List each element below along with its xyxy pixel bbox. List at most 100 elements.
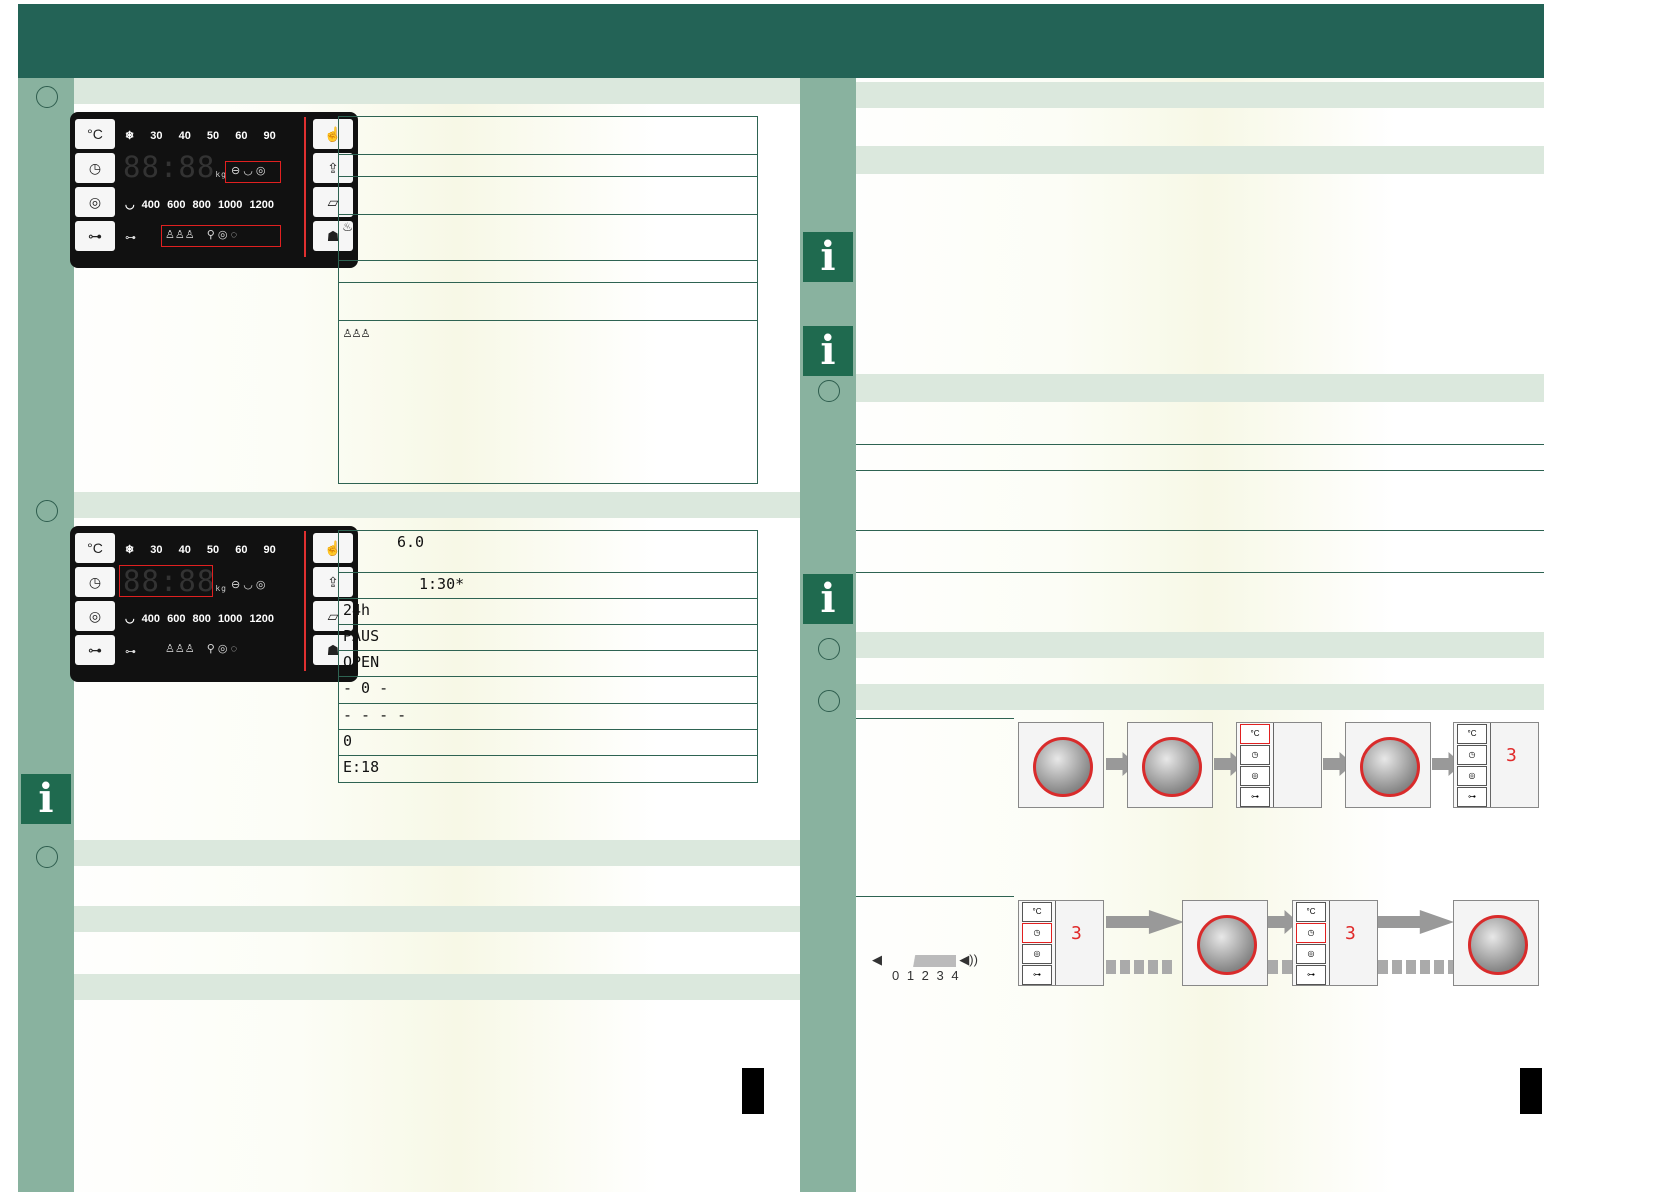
timer-button[interactable]: ◷ (75, 153, 115, 183)
sidebar-strip (18, 78, 74, 1192)
volume-scale: ◀ ◀)) (872, 952, 978, 968)
divider (856, 470, 1544, 471)
display-digit: 3 (1506, 745, 1517, 766)
dashed-arrow (1378, 960, 1454, 974)
display-step-c: °C◷◎⊶ 3 (1292, 900, 1378, 986)
header-bar (800, 4, 1544, 78)
table-row: 0 (339, 730, 757, 756)
right-page: i i i °C◷◎⊶ °C◷◎⊶ 3 ◀ ◀)) 0 1 2 3 4 °C◷◎… (800, 4, 1544, 1192)
option-button-4[interactable]: ☗ (313, 221, 353, 251)
section-band (856, 374, 1544, 402)
rinse-icon: ♨ (343, 217, 353, 235)
key-icon: ⊶ (125, 646, 136, 658)
table-row: - - - - (339, 704, 757, 730)
speed-row: ◡ 400 600 800 1000 1200 (125, 199, 274, 211)
section-band (856, 684, 1544, 710)
display-digit: 3 (1071, 923, 1082, 944)
highlight-box (119, 565, 213, 597)
section-band (74, 492, 818, 518)
digit-display: 88:88kg (123, 150, 227, 184)
highlight-box (161, 225, 281, 247)
option-button-2[interactable]: ⇪ (313, 153, 353, 183)
volume-levels: 0 1 2 3 4 (892, 968, 961, 983)
display-table: 6.0 1:30* 24h PAUS OPEN - 0 - - - - - 0 … (338, 530, 758, 783)
temperature-button[interactable]: °C (75, 119, 115, 149)
option-button-1[interactable]: ☝ (313, 119, 353, 149)
step-marker (36, 86, 58, 108)
display-step-5: °C◷◎⊶ 3 (1453, 722, 1539, 808)
table-row: ♙♙♙ (339, 321, 757, 481)
step-marker (818, 638, 840, 660)
divider (856, 572, 1544, 573)
info-icon: i (21, 774, 71, 824)
section-band (74, 78, 818, 104)
arrow-icon (1378, 910, 1454, 934)
table-row: 1:30* (339, 573, 757, 599)
option-button-1[interactable]: ☝ (313, 533, 353, 563)
digit-display: 88:88kg (123, 564, 227, 598)
page-marker (742, 1068, 764, 1114)
temperature-button[interactable]: °C (75, 533, 115, 563)
table-row (339, 177, 757, 215)
dial-knob (1468, 915, 1528, 975)
shirt-icons: ♙♙♙ ⚲ ◎ ◌ (165, 229, 238, 241)
control-panel-1: °C ◷ ◎ ⊶ ☝ ⇪ ▱ ☗ ❄ 30 40 50 60 90 88:88k… (70, 112, 358, 268)
divider (856, 718, 1014, 719)
timer-button[interactable]: ◷ (75, 567, 115, 597)
dial-knob (1197, 915, 1257, 975)
temperature-row: ❄ 30 40 50 60 90 (125, 544, 276, 556)
dial-step-2 (1127, 722, 1213, 808)
dashed-arrow (1106, 960, 1176, 974)
divider (304, 531, 306, 671)
option-button-3[interactable]: ▱ (313, 187, 353, 217)
dial-knob (1360, 737, 1420, 797)
table-row: ♨ (339, 215, 757, 261)
lock-button[interactable]: ⊶ (75, 635, 115, 665)
temperature-row: ❄ 30 40 50 60 90 (125, 130, 276, 142)
table-row (339, 117, 757, 155)
table-row (339, 155, 757, 177)
left-page: °C ◷ ◎ ⊶ ☝ ⇪ ▱ ☗ ❄ 30 40 50 60 90 88:88k… (18, 4, 818, 1192)
dial-step-b (1182, 900, 1268, 986)
lock-button[interactable]: ⊶ (75, 221, 115, 251)
dashed-arrow (1268, 960, 1292, 974)
speed-row: ◡ 400 600 800 1000 1200 (125, 613, 274, 625)
spin-button[interactable]: ◎ (75, 601, 115, 631)
info-icon: i (803, 326, 853, 376)
program-icons: ⊖ ◡ ◎ (231, 579, 266, 591)
divider (856, 896, 1014, 897)
page-marker (1520, 1068, 1542, 1114)
table-row: PAUS (339, 625, 757, 651)
dial-step-4 (1345, 722, 1431, 808)
display-step-a: °C◷◎⊶ 3 (1018, 900, 1104, 986)
mini-panel: °C◷◎⊶ (1237, 723, 1274, 807)
section-band (74, 974, 818, 1000)
mini-panel: °C◷◎⊶ (1454, 723, 1491, 807)
divider (304, 117, 306, 257)
dial-knob (1142, 737, 1202, 797)
option-button-3[interactable]: ▱ (313, 601, 353, 631)
table-row: E:18 (343, 758, 380, 776)
control-panel-2: °C ◷ ◎ ⊶ ☝ ⇪ ▱ ☗ ❄ 30 40 50 60 90 88:88k… (70, 526, 358, 682)
section-band (856, 146, 1544, 174)
tub-icon: ◡ (125, 199, 135, 211)
highlight-box (225, 161, 281, 183)
section-band (74, 840, 818, 866)
mini-panel: °C◷◎⊶ (1019, 901, 1056, 985)
section-band (856, 82, 1544, 108)
volume-ramp (885, 954, 956, 967)
shirt-icons: ♙♙♙ ⚲ ◎ ◌ (165, 643, 238, 655)
speaker-loud-icon: ◀)) (959, 952, 978, 967)
spin-button[interactable]: ◎ (75, 187, 115, 217)
legend-table-1: ♨ ♙♙♙ (338, 116, 758, 484)
info-icon: i (803, 574, 853, 624)
shirt-icon: ♙♙♙ (343, 323, 371, 341)
step-marker (36, 846, 58, 868)
button-step-3: °C◷◎⊶ (1236, 722, 1322, 808)
step-marker (818, 690, 840, 712)
dial-step-1 (1018, 722, 1104, 808)
divider (856, 530, 1544, 531)
table-row (339, 261, 757, 283)
table-row: 6.0 (339, 531, 757, 573)
divider (856, 444, 1544, 445)
